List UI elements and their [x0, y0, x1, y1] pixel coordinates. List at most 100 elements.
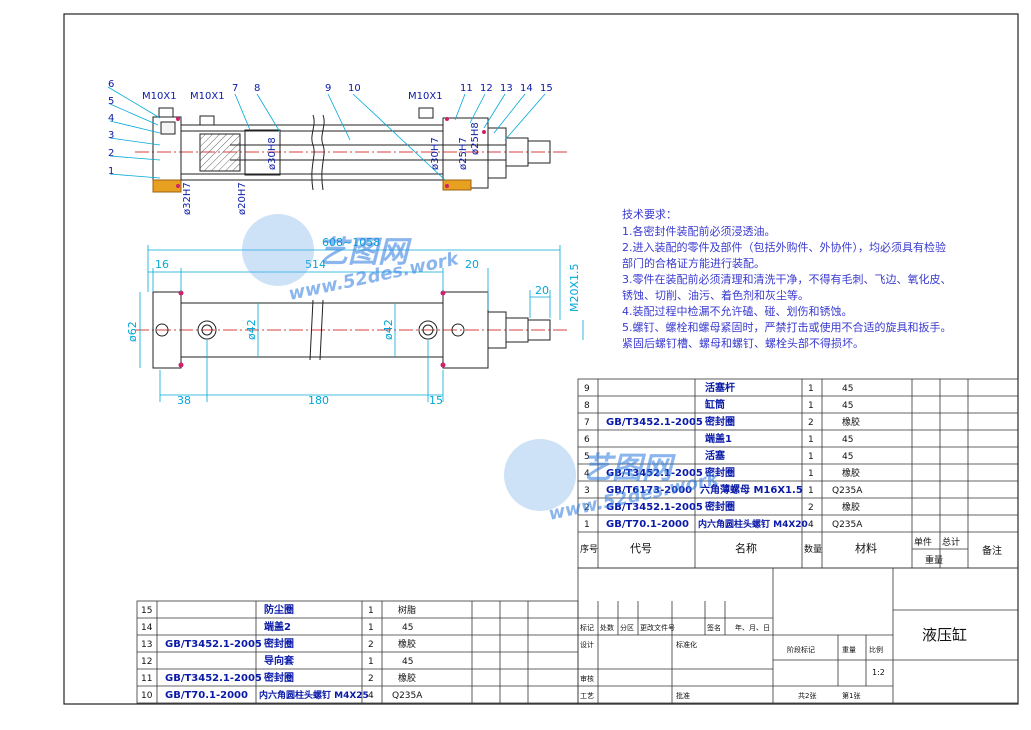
tb-rev-date: 年、月、日	[735, 623, 770, 632]
tb-sheet-total: 共2张	[798, 691, 816, 700]
bom-r-code: GB/T3452.1-2005	[606, 502, 703, 513]
tb-approve: 批准	[676, 691, 690, 700]
bom-l-mat: 45	[402, 623, 413, 633]
tb-rev-zone: 分区	[620, 623, 634, 632]
tech-line-5: 锈蚀、切削、油污、着色剂和灰尘等。	[622, 288, 809, 302]
bom-r-no: 7	[584, 418, 590, 428]
tb-rev-mark: 标记	[580, 623, 594, 632]
technical-requirements: 技术要求： 1.各密封件装配前必须浸透油。 2.进入装配的零件及部件（包括外购件…	[622, 208, 952, 350]
bom-l-qty: 1	[368, 657, 374, 667]
bom-l-name: 端盖2	[264, 620, 291, 633]
bom-r-mat: Q235A	[832, 486, 863, 496]
dim-180: 180	[308, 394, 329, 407]
item-8: 8	[254, 83, 260, 94]
bom-r-code: GB/T3452.1-2005	[606, 417, 703, 428]
bom-l-no: 15	[141, 606, 152, 616]
item-7: 7	[232, 83, 238, 94]
bom-l-name: 密封圈	[264, 637, 294, 650]
tech-line-2: 2.进入装配的零件及部件（包括外购件、外协件），均必须具有检验	[622, 240, 946, 254]
item-leaders	[107, 86, 546, 181]
bom-r-name: 活塞杆	[705, 381, 735, 394]
dimension-lines	[139, 245, 584, 402]
tb-design: 设计	[580, 640, 594, 649]
watermark-logo-text-2: 艺图网	[582, 451, 676, 486]
tb-rev-doc: 更改文件号	[640, 623, 675, 632]
dim-16: 16	[155, 258, 169, 271]
port-label-2: M10X1	[190, 91, 225, 102]
tb-process: 工艺	[580, 692, 594, 700]
tb-std: 标准化	[676, 640, 697, 649]
bom-l-code: GB/T3452.1-2005	[165, 673, 262, 684]
tech-line-1: 1.各密封件装配前必须浸透油。	[622, 224, 776, 238]
bom-r-mat: 橡胶	[842, 501, 860, 513]
bom-header-unit: 单件	[914, 536, 932, 548]
bom-header-weight: 重量	[925, 554, 943, 566]
front-view	[135, 290, 570, 369]
bom-r-qty: 1	[808, 469, 814, 479]
item-3: 3	[108, 130, 114, 141]
tb-rev-sign: 签名	[707, 623, 721, 632]
bom-l-no: 12	[141, 657, 152, 667]
port-label-1: M10X1	[142, 91, 177, 102]
bom-right-rows: 9 活塞杆 1 45 8 缸筒 1 45 7 GB/T3452.1-2005 密…	[580, 381, 1002, 566]
port-label-3: M10X1	[408, 91, 443, 102]
dia-label-30b: ø30H7	[430, 137, 441, 170]
bom-header-code: 代号	[630, 542, 652, 555]
bom-l-qty: 1	[368, 606, 374, 616]
bom-r-qty: 2	[808, 503, 814, 513]
bom-r-no: 2	[584, 503, 590, 513]
bom-l-name: 内六角圆柱头螺钉 M4X25	[259, 689, 369, 701]
item-numbers: 1 2 3 4 5 6 7 8 9 10 11 12 13 14 15	[108, 79, 553, 177]
bom-l-mat: Q235A	[392, 691, 423, 701]
tech-line-6: 4.装配过程中检漏不允许磕、碰、划伤和锈蚀。	[622, 304, 853, 318]
bom-l-name: 防尘圈	[264, 603, 294, 616]
section-view	[135, 107, 570, 193]
bom-r-mat: Q235A	[832, 520, 863, 530]
drawing-frame	[63, 13, 1019, 705]
bom-l-name: 导向套	[264, 654, 295, 667]
tech-line-4: 3.零件在装配前必须清理和清洗干净，不得有毛刺、飞边、氧化皮、	[622, 272, 952, 286]
item-1: 1	[108, 166, 114, 177]
bom-header-qty: 数量	[804, 543, 822, 555]
bom-r-code: GB/T3452.1-2005	[606, 468, 703, 479]
dim-overall: 608~1058	[322, 236, 380, 249]
tb-check: 审核	[580, 674, 594, 683]
bom-r-code: GB/T6173-2000	[606, 485, 692, 496]
bom-r-mat: 45	[842, 452, 853, 462]
dim-thread: M20X1.5	[568, 263, 581, 312]
drawing-title: 液压缸	[922, 626, 967, 644]
bom-header-name: 名称	[735, 541, 757, 555]
bom-header-remark: 备注	[982, 544, 1002, 557]
bom-l-qty: 4	[368, 691, 374, 701]
dim-15: 15	[429, 394, 443, 407]
item-12: 12	[480, 83, 493, 94]
bom-l-qty: 2	[368, 674, 374, 684]
bom-r-qty: 2	[808, 418, 814, 428]
item-2: 2	[108, 148, 114, 159]
bom-l-mat: 橡胶	[398, 638, 416, 650]
bom-r-no: 5	[584, 452, 590, 462]
bom-l-mat: 橡胶	[398, 672, 416, 684]
item-11: 11	[460, 83, 473, 94]
dia-label-25a: ø25H7	[458, 137, 469, 170]
item-10: 10	[348, 83, 361, 94]
bom-r-name: 密封圈	[705, 415, 735, 428]
bom-l-name: 密封圈	[264, 671, 294, 684]
tb-rev-count: 处数	[600, 623, 614, 632]
bom-r-no: 8	[584, 401, 590, 411]
bom-r-name: 缸筒	[704, 398, 725, 411]
bom-l-no: 11	[141, 674, 152, 684]
tb-sheet-no: 第1张	[842, 691, 860, 700]
bom-r-no: 9	[584, 384, 590, 394]
bom-r-no: 4	[584, 469, 590, 479]
tb-scale-label: 比例	[869, 645, 883, 654]
bom-r-mat: 橡胶	[842, 467, 860, 479]
bom-r-name: 端盖1	[705, 432, 732, 445]
bom-r-mat: 45	[842, 384, 853, 394]
item-14: 14	[520, 83, 533, 94]
bom-l-no: 14	[141, 623, 153, 633]
bom-r-qty: 1	[808, 384, 814, 394]
bom-l-qty: 1	[368, 623, 374, 633]
dia-label-20: ø20H7	[237, 182, 248, 215]
tech-line-3: 部门的合格证方能进行装配。	[622, 256, 765, 270]
